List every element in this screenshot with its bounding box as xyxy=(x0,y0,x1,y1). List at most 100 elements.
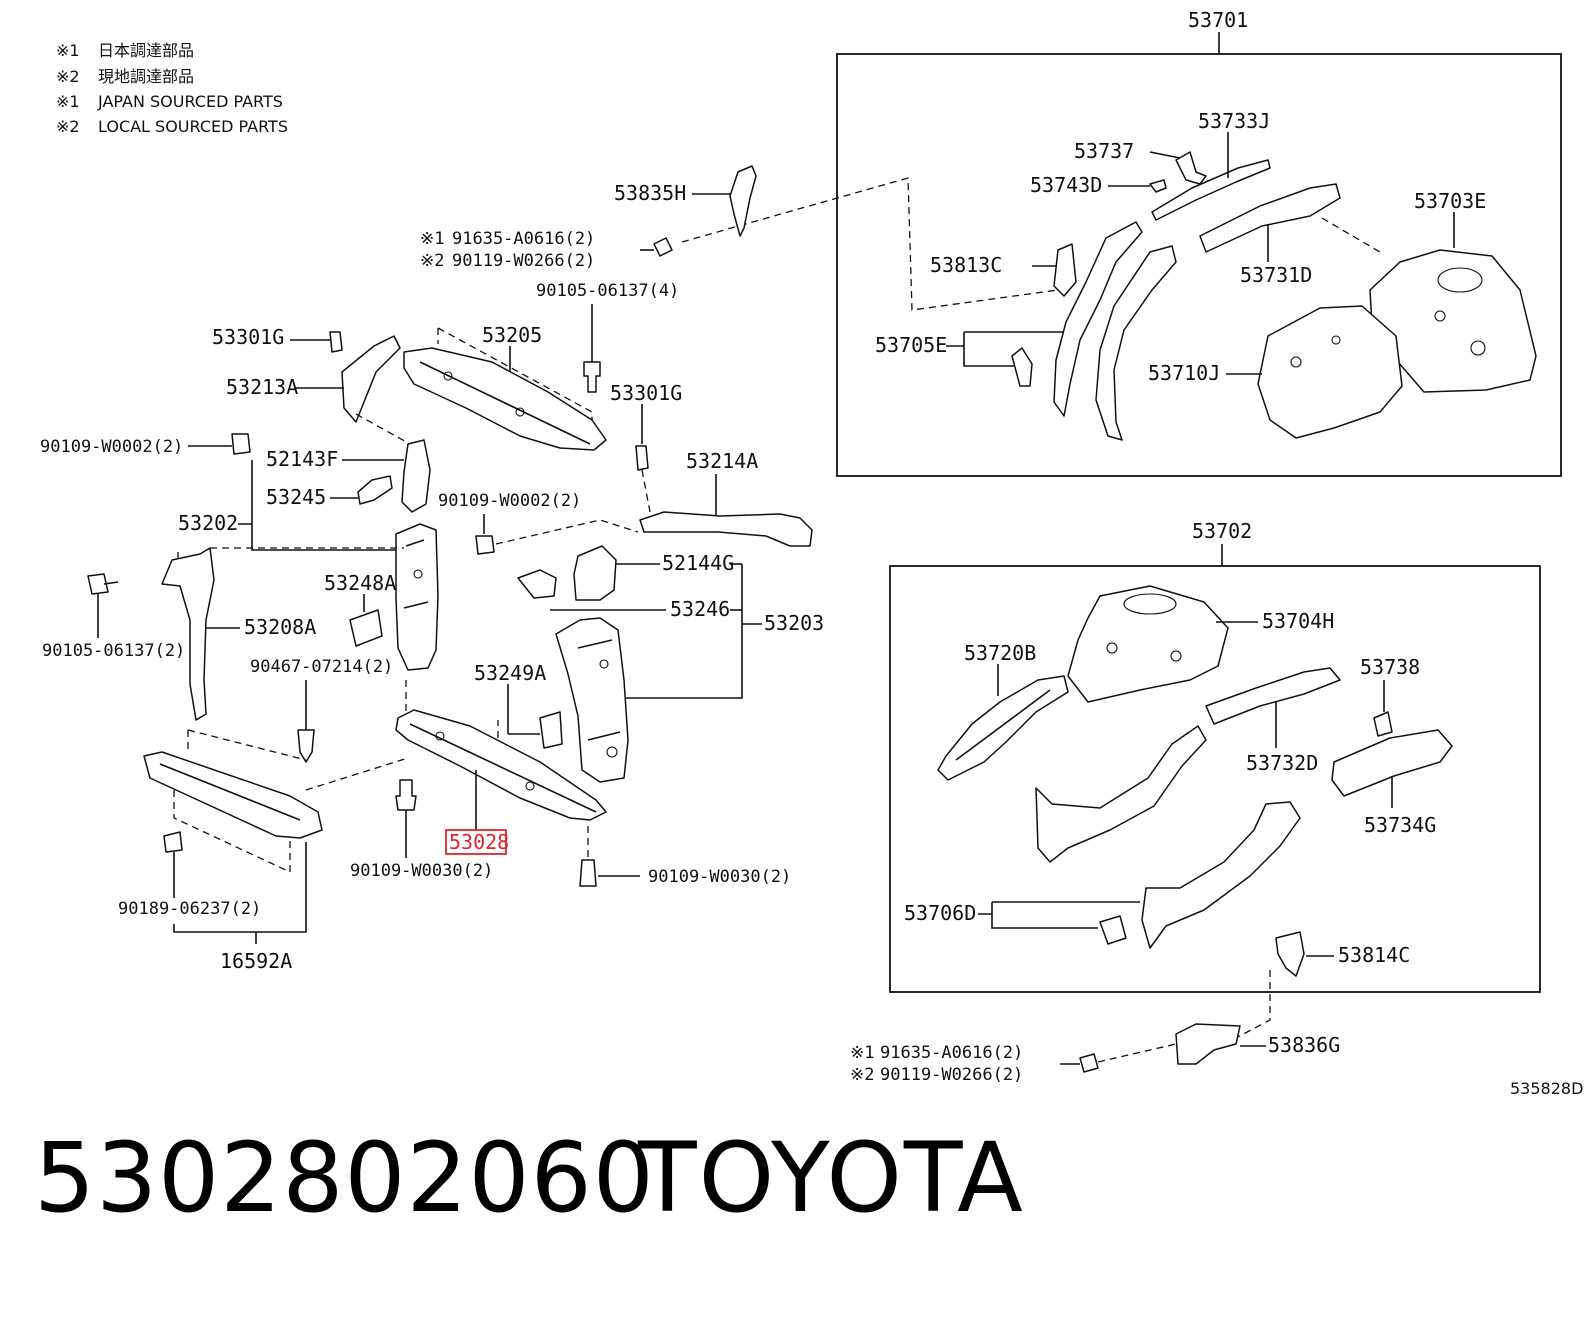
label-53246[interactable]: 53246 xyxy=(670,597,730,621)
clip-90189-icon[interactable] xyxy=(163,831,183,853)
bolt-90105-icon[interactable] xyxy=(583,361,601,393)
label-53249a[interactable]: 53249A xyxy=(474,661,546,685)
bolt-90109-w0002-a-icon[interactable] xyxy=(231,433,251,455)
part-53245-shape[interactable] xyxy=(357,475,393,505)
label-53301g-b[interactable]: 53301G xyxy=(610,381,682,405)
label-53835h[interactable]: 53835H xyxy=(614,181,686,205)
part-53813c-shape[interactable] xyxy=(1053,243,1077,297)
label-90109-w0002-a[interactable]: 90109-W0002(2) xyxy=(40,437,183,457)
part-52143f-shape[interactable] xyxy=(401,439,431,513)
part-53732d-shape[interactable] xyxy=(1205,667,1341,725)
label-53732d[interactable]: 53732D xyxy=(1246,751,1318,775)
label-53836g[interactable]: 53836G xyxy=(1268,1033,1340,1057)
label-53743d[interactable]: 53743D xyxy=(1030,173,1102,197)
part-53203-shape[interactable] xyxy=(555,617,629,783)
part-53202-shape[interactable] xyxy=(395,523,439,671)
part-53248a-shape[interactable] xyxy=(349,609,383,647)
part-53705e-shape[interactable] xyxy=(1053,221,1143,417)
label-91635-b[interactable]: 91635-A0616(2) xyxy=(880,1043,1023,1063)
part-53835h-shape[interactable] xyxy=(729,165,757,237)
bolt-91635-b-icon[interactable] xyxy=(1079,1053,1099,1073)
label-53208a[interactable]: 53208A xyxy=(244,615,316,639)
label-53814c[interactable]: 53814C xyxy=(1338,943,1410,967)
part-53836g-shape[interactable] xyxy=(1175,1023,1241,1065)
label-90119-b[interactable]: 90119-W0266(2) xyxy=(880,1065,1023,1085)
part-53213a-shape[interactable] xyxy=(341,335,401,423)
label-53245[interactable]: 53245 xyxy=(266,485,326,509)
label-53738[interactable]: 53738 xyxy=(1360,655,1420,679)
part-apron-inner-shape[interactable] xyxy=(1095,245,1177,441)
part-apron-lower-shape[interactable] xyxy=(1035,725,1207,863)
part-53214a-shape[interactable] xyxy=(639,511,813,547)
label-53705e[interactable]: 53705E xyxy=(875,333,947,357)
label-53213a[interactable]: 53213A xyxy=(226,375,298,399)
part-53301g-a-shape[interactable] xyxy=(329,331,343,353)
mark-2-b: ※2 xyxy=(850,1065,874,1085)
label-90105-2[interactable]: 90105-06137(2) xyxy=(42,641,185,661)
part-53731d-shape[interactable] xyxy=(1199,183,1341,253)
label-52144g[interactable]: 52144G xyxy=(662,551,734,575)
part-53706d-shape[interactable] xyxy=(1141,801,1301,949)
legend-mark-2: ※2 xyxy=(56,67,80,86)
part-53246-shape[interactable] xyxy=(517,569,557,599)
group-box-53702 xyxy=(889,565,1541,993)
label-91635-a[interactable]: 91635-A0616(2) xyxy=(452,229,595,249)
label-53301g-a[interactable]: 53301G xyxy=(212,325,284,349)
part-53734g-shape[interactable] xyxy=(1331,729,1453,797)
part-53205-shape[interactable] xyxy=(403,347,607,451)
label-53737[interactable]: 53737 xyxy=(1074,139,1134,163)
label-90109-w0030-a[interactable]: 90109-W0030(2) xyxy=(350,861,493,881)
label-53701[interactable]: 53701 xyxy=(1188,8,1248,32)
label-52143f[interactable]: 52143F xyxy=(266,447,338,471)
legend-mark-4: ※2 xyxy=(56,117,80,136)
part-53710j-shape[interactable] xyxy=(1257,305,1403,439)
part-53208a-shape[interactable] xyxy=(161,547,215,721)
footer-brand: TOYOTA xyxy=(638,1122,1025,1234)
clip-90467-icon[interactable] xyxy=(297,729,315,763)
label-90109-w0030-b[interactable]: 90109-W0030(2) xyxy=(648,867,791,887)
label-90105-4[interactable]: 90105-06137(4) xyxy=(536,281,679,301)
part-53720b-shape[interactable] xyxy=(937,675,1069,781)
label-53733j[interactable]: 53733J xyxy=(1198,109,1270,133)
part-53743d-shape[interactable] xyxy=(1149,179,1167,193)
label-53710j[interactable]: 53710J xyxy=(1148,361,1220,385)
part-53301g-b-shape[interactable] xyxy=(635,445,649,471)
label-90119-a[interactable]: 90119-W0266(2) xyxy=(452,251,595,271)
label-90189[interactable]: 90189-06237(2) xyxy=(118,899,261,919)
part-53733j-shape[interactable] xyxy=(1151,159,1271,221)
label-16592a[interactable]: 16592A xyxy=(220,949,292,973)
label-53734g[interactable]: 53734G xyxy=(1364,813,1436,837)
bolt-90109-w0030-b-icon[interactable] xyxy=(579,859,597,887)
part-53814c-shape[interactable] xyxy=(1275,931,1305,977)
legend-text-2: 現地調達部品 xyxy=(98,67,194,86)
legend-text-1: 日本調達部品 xyxy=(98,41,194,60)
bolt-90109-w0002-b-icon[interactable] xyxy=(475,535,495,555)
label-53214a[interactable]: 53214A xyxy=(686,449,758,473)
bolt-90109-w0030-a-icon[interactable] xyxy=(395,779,417,811)
part-52144g-shape[interactable] xyxy=(573,545,617,601)
label-53813c[interactable]: 53813C xyxy=(930,253,1002,277)
label-53720b[interactable]: 53720B xyxy=(964,641,1036,665)
label-53203[interactable]: 53203 xyxy=(764,611,824,635)
highlight-53028 xyxy=(445,829,507,855)
part-53249a-shape[interactable] xyxy=(539,711,563,749)
label-53731d[interactable]: 53731D xyxy=(1240,263,1312,287)
label-53703e[interactable]: 53703E xyxy=(1414,189,1486,213)
label-90109-w0002-b[interactable]: 90109-W0002(2) xyxy=(438,491,581,511)
part-16592a-shape[interactable] xyxy=(143,751,323,839)
label-53702[interactable]: 53702 xyxy=(1192,519,1252,543)
label-53202[interactable]: 53202 xyxy=(178,511,238,535)
label-53706d[interactable]: 53706D xyxy=(904,901,976,925)
label-90467[interactable]: 90467-07214(2) xyxy=(250,657,393,677)
part-53737-shape[interactable] xyxy=(1175,151,1207,185)
bolt-90105-2-icon[interactable] xyxy=(87,573,109,595)
label-53205[interactable]: 53205 xyxy=(482,323,542,347)
part-53704h-shape[interactable] xyxy=(1067,585,1229,703)
label-53028[interactable]: 53028 xyxy=(449,830,509,854)
part-53738-shape[interactable] xyxy=(1373,711,1393,737)
part-53028-shape[interactable] xyxy=(395,709,607,821)
label-53704h[interactable]: 53704H xyxy=(1262,609,1334,633)
bolt-91635-a-icon[interactable] xyxy=(653,237,673,257)
label-53248a[interactable]: 53248A xyxy=(324,571,396,595)
group-53836g: 53836G ※1 91635-A0616(2) ※2 90119-W0266(… xyxy=(850,1023,1340,1085)
